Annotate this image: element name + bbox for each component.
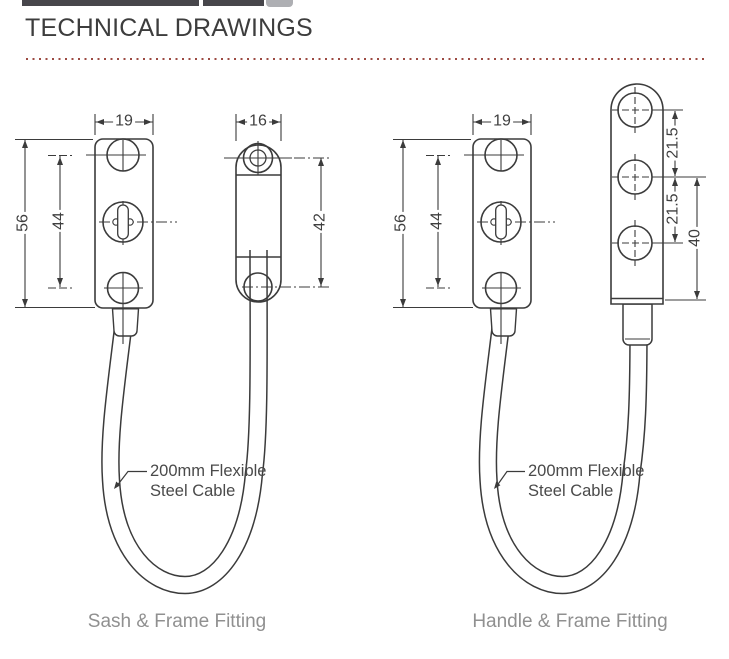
page-title: TECHNICAL DRAWINGS <box>25 14 313 42</box>
keyhole-slot <box>117 204 129 240</box>
dim-hole-spacing: 44 <box>50 210 69 232</box>
caption-sash-frame-fitting: Sash & Frame Fitting <box>87 611 267 632</box>
dim-keep-width: 16 <box>247 112 269 131</box>
dim-bottom-offset: 40 <box>686 227 705 249</box>
cable-label-line1: 200mm Flexible <box>528 462 645 480</box>
handle-plate <box>464 138 555 344</box>
dim-hole-pitch-bottom: 21.5 <box>664 191 683 227</box>
cable-label-line2: Steel Cable <box>528 482 614 500</box>
dim-hole-spacing: 44 <box>428 210 447 232</box>
cable-ferrule <box>111 308 140 337</box>
flexible-steel-cable <box>101 249 268 595</box>
top-cropped-bar-segment <box>22 0 199 6</box>
cable-label-leader <box>494 470 525 489</box>
cable-label-line1: 200mm Flexible <box>150 462 267 480</box>
dim-plate-width: 19 <box>491 112 513 131</box>
keyhole-slot <box>495 204 507 240</box>
dim-plate-height: 56 <box>392 212 411 234</box>
dim-plate-width: 19 <box>113 112 135 131</box>
sash-frame-drawing <box>15 114 331 595</box>
sash-plate <box>86 138 177 344</box>
dotted-rule <box>26 58 705 61</box>
cable-ferrule <box>622 303 653 346</box>
caption-handle-frame-fitting: Handle & Frame Fitting <box>472 611 668 632</box>
dim-hole-pitch-top: 21.5 <box>664 125 683 161</box>
handle-frame-drawing <box>393 83 706 595</box>
cable-label-line2: Steel Cable <box>150 482 236 500</box>
cable-label-leader <box>114 470 147 489</box>
dim-keep-height: 42 <box>311 211 330 233</box>
sash-keep-piece <box>224 141 331 303</box>
dim-plate-height: 56 <box>14 212 33 234</box>
frame-strike-plate <box>610 83 706 346</box>
cable-ferrule <box>489 308 518 337</box>
top-cropped-bar-segment <box>203 0 264 6</box>
top-cropped-bar-segment <box>266 0 293 7</box>
sash-keep-dimensions <box>235 114 324 287</box>
flexible-steel-cable <box>478 314 648 595</box>
